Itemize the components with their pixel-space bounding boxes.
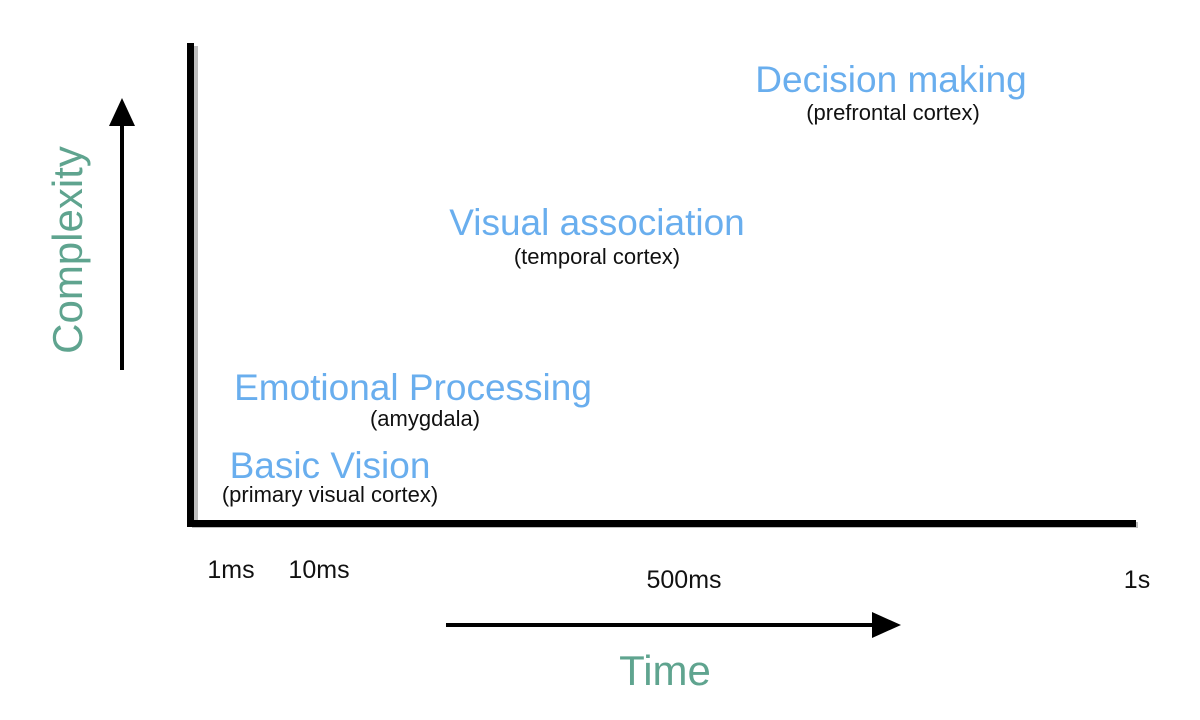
stage-subtitle-emotional-processing: (amygdala) [369, 406, 481, 431]
stage-title-visual-association: Visual association [449, 202, 745, 243]
stage-title-decision-making: Decision making [755, 59, 1027, 100]
complexity-arrow-icon [109, 98, 135, 370]
y-axis-label: Complexity [44, 146, 91, 354]
y-axis-shadow [192, 46, 198, 524]
time-arrow-icon [446, 612, 901, 638]
stage-subtitle-decision-making: (prefrontal cortex) [806, 100, 980, 125]
stage-subtitle-basic-vision: (primary visual cortex) [221, 482, 439, 507]
x-tick-1ms: 1ms [207, 556, 255, 584]
y-axis-line [187, 43, 194, 527]
stage-subtitle-visual-association: (temporal cortex) [513, 244, 681, 269]
x-tick-10ms: 10ms [288, 556, 350, 584]
x-tick-500ms: 500ms [646, 566, 722, 594]
stage-title-emotional-processing: Emotional Processing [234, 367, 592, 408]
x-axis-line [187, 520, 1136, 527]
x-tick-1s: 1s [1123, 566, 1151, 594]
x-axis-label: Time [619, 647, 711, 694]
stage-title-basic-vision: Basic Vision [229, 445, 431, 486]
